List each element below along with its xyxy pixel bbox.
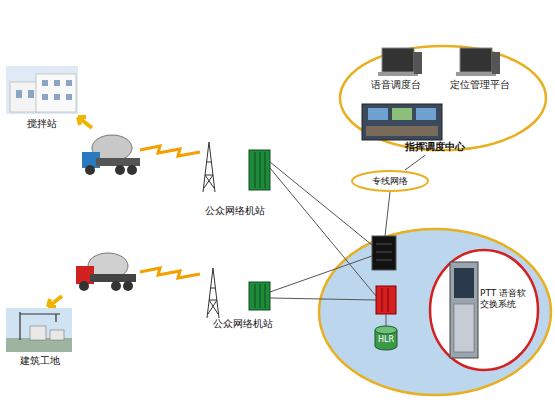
ring-outline <box>428 248 540 372</box>
console-box: 定位管理平台 <box>446 79 514 92</box>
tower-symbol <box>207 268 219 318</box>
site-label-box: 建筑工地 <box>10 355 70 369</box>
node-label: 定位管理平台 <box>446 79 514 91</box>
black-server <box>372 236 396 270</box>
switch-system-circle: PTT 语音软交换系统 <box>428 248 540 372</box>
network-link <box>405 155 425 170</box>
node-label: 搅拌站 <box>14 118 70 130</box>
node-label: PTT 语音软交换系统 <box>480 288 534 310</box>
node-label: 公众网络机站 <box>196 205 274 217</box>
red-switch-box <box>376 286 396 314</box>
mixer-truck <box>82 135 140 175</box>
command-ring <box>340 46 546 150</box>
construction-site-illustration <box>6 308 72 352</box>
node-label: 专线网络 <box>350 170 430 192</box>
mixing-station-illustration <box>6 66 78 114</box>
wireless-signal <box>140 268 200 278</box>
database-cylinder: HLR <box>373 325 399 351</box>
green-server <box>249 150 270 190</box>
yellow-arrow <box>48 296 62 307</box>
wireless-signal <box>140 146 200 156</box>
console-box: 语音调度台 <box>366 79 426 92</box>
node-label: 公众网络机站 <box>204 318 282 330</box>
network-ellipse: 专线网络 <box>350 170 430 192</box>
site-label-box: 搅拌站 <box>14 118 70 132</box>
core-network-ring <box>319 229 551 395</box>
base-station-box: 公众网络机站 <box>196 205 274 219</box>
base-station-box: 公众网络机站 <box>204 318 282 332</box>
node-label: 语音调度台 <box>366 79 426 91</box>
node-label: 建筑工地 <box>10 355 70 367</box>
computer-symbol <box>378 48 422 76</box>
computer-symbol <box>456 48 500 76</box>
yellow-arrow <box>78 117 92 128</box>
wire <box>386 314 387 326</box>
control-center-illustration <box>362 104 442 140</box>
mixer-truck <box>76 253 136 291</box>
tower-symbol <box>203 142 215 192</box>
node-label: 指挥调度中心 <box>395 141 475 153</box>
node-label: HLR <box>373 334 399 346</box>
command-center-box: 指挥调度中心 <box>395 141 475 155</box>
green-server <box>249 282 270 310</box>
